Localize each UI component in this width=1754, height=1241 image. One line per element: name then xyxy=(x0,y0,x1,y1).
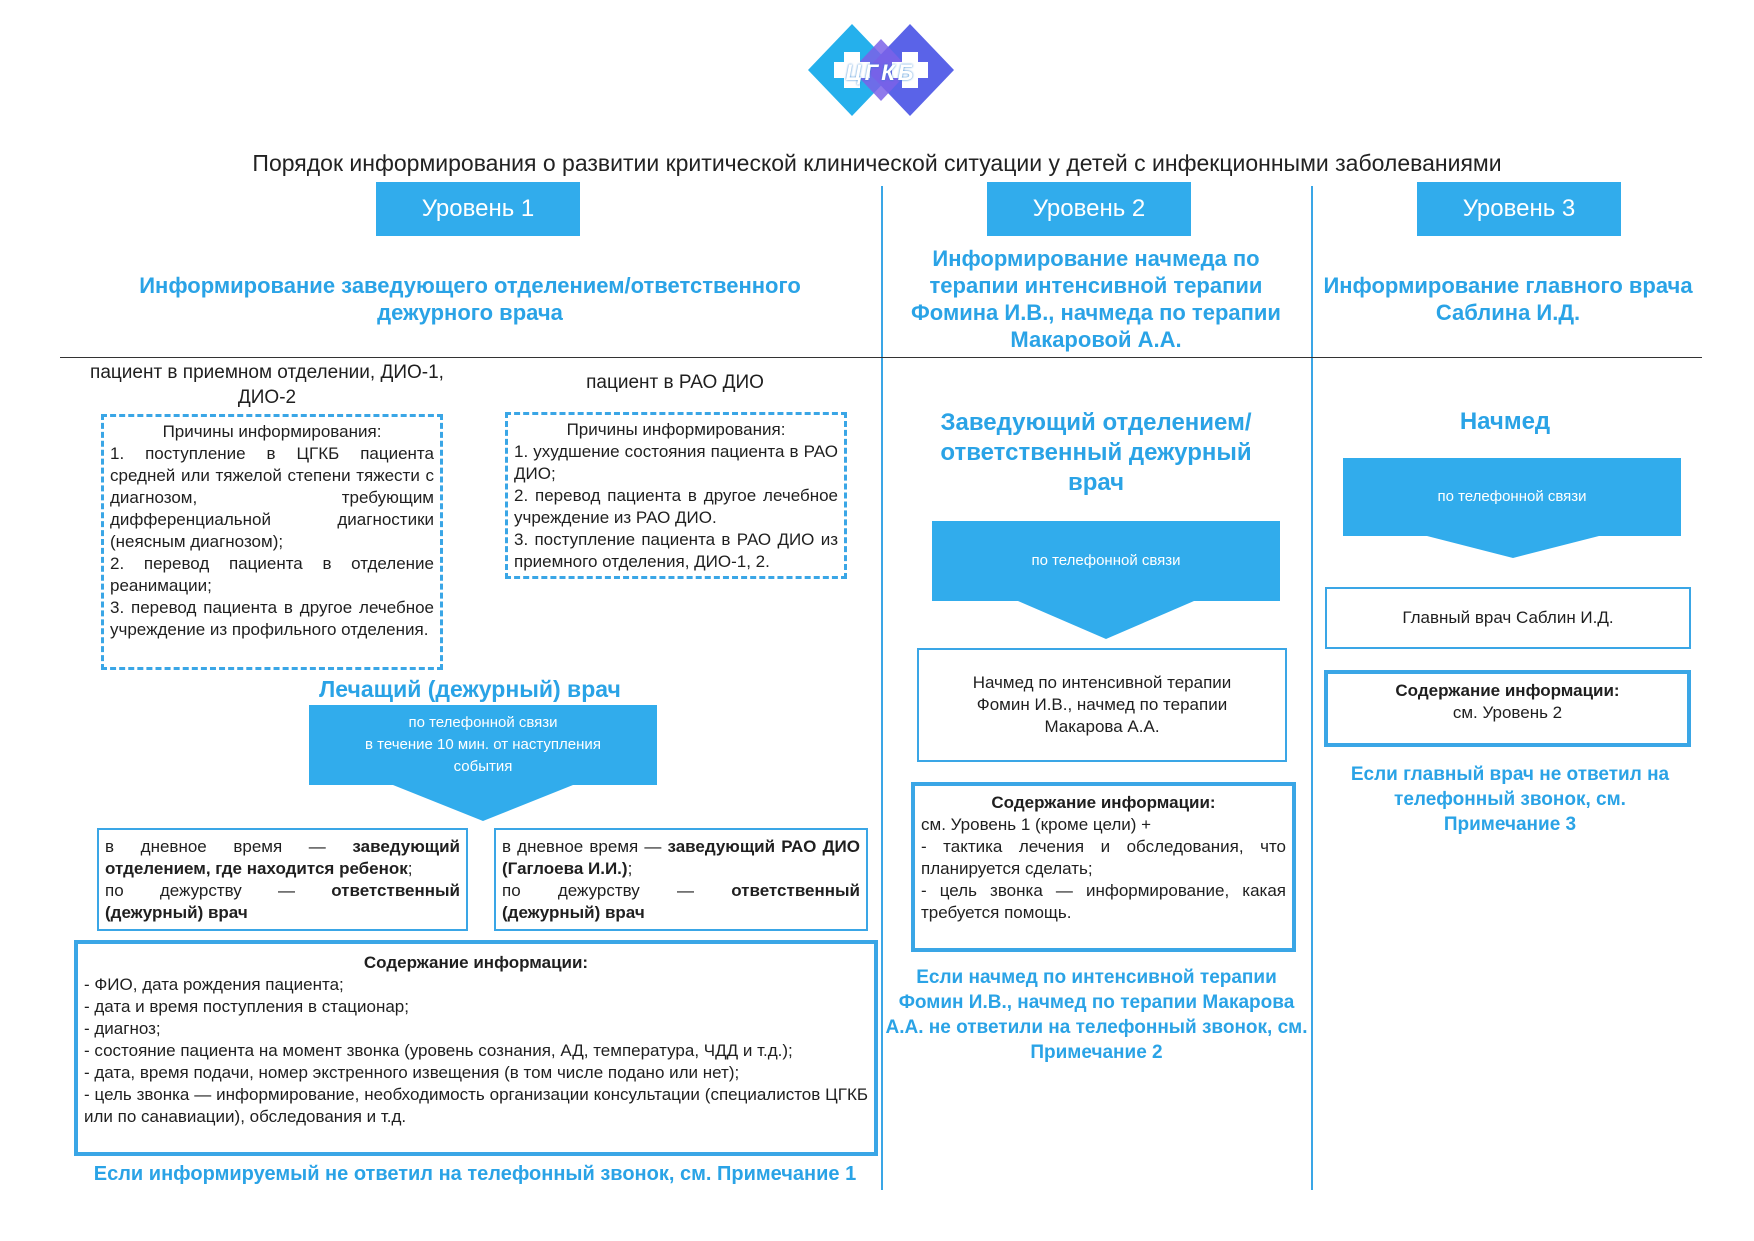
level-2-label: Уровень 2 xyxy=(987,182,1191,236)
level-1-content-line-5: - дата, время подачи, номер экстренного … xyxy=(84,1063,740,1082)
day-left-b-bold: ответственный (дежурный) врач xyxy=(105,881,460,922)
right-reasons-title: Причины информирования: xyxy=(566,420,786,439)
level-3-content-title: Содержание информации: xyxy=(1395,681,1620,700)
day-left-a-bold: заведующий отделением, где находится реб… xyxy=(105,837,460,878)
level-2-arrow: по телефонной связи xyxy=(932,521,1280,601)
level-1-content-title: Содержание информации: xyxy=(363,953,589,972)
day-left-b: по дежурству — xyxy=(105,881,332,900)
level-1-arrow-line-3: события xyxy=(453,758,513,775)
level-1-arrow-head xyxy=(393,785,573,821)
level-3-arrow-text: по телефонной связи xyxy=(1437,488,1587,505)
level-1-content-line-4: - состояние пациента на момент звонка (у… xyxy=(84,1041,793,1060)
level-2-content-line-2: - тактика лечения и обследования, что пл… xyxy=(921,837,1286,878)
level-3-content-box: Содержание информации: см. Уровень 2 xyxy=(1324,670,1691,747)
day-right-a-bold: заведующий РАО ДИО (Гаглоева И.И.) xyxy=(502,837,860,878)
level-1-content-line-3: - диагноз; xyxy=(84,1019,161,1038)
level-3-heading: Информирование главного врача Саблина И.… xyxy=(1323,273,1693,325)
right-patient-label: пациент в РАО ДИО xyxy=(586,372,764,393)
level-1-arrow-line-1: по телефонной связи xyxy=(408,714,558,731)
level-3-note: Если главный врач не ответил на телефонн… xyxy=(1350,764,1670,835)
right-reasons-text: 1. ухудшение состояния пациента в РАО ДИ… xyxy=(514,442,838,571)
day-left-box: в дневное время — заведующий отделением,… xyxy=(97,828,468,931)
column-divider-1 xyxy=(881,186,883,1190)
level-1-content-line-1: - ФИО, дата рождения пациента; xyxy=(84,975,344,994)
level-2-content-box: Содержание информации: см. Уровень 1 (кр… xyxy=(911,782,1296,952)
level-3-target-text: Главный врач Саблин И.Д. xyxy=(1402,608,1614,627)
level-1-arrow: по телефонной связи в течение 10 мин. от… xyxy=(309,705,657,785)
logo: ЦГКБ xyxy=(806,22,956,128)
right-reasons-box: Причины информирования: 1. ухудшение сос… xyxy=(505,412,847,579)
level-1-heading: Информирование заведующего отделением/от… xyxy=(139,273,801,325)
level-1-content-line-2: - дата и время поступления в стационар; xyxy=(84,997,409,1016)
level-2-target-box: Начмед по интенсивной терапии Фомин И.В.… xyxy=(917,648,1287,762)
level-2-arrow-text: по телефонной связи xyxy=(1031,552,1181,569)
day-right-b-bold: ответственный (дежурный) врач xyxy=(502,881,860,922)
day-right-a: в дневное время — xyxy=(502,837,668,856)
level-3-arrow: по телефонной связи xyxy=(1343,458,1681,536)
level-2-heading: Информирование начмеда по терапии интенс… xyxy=(911,246,1281,352)
logo-text: ЦГКБ xyxy=(845,60,917,85)
left-patient-label: пациент в приемном отделении, ДИО-1, ДИО… xyxy=(90,362,444,408)
level-2-note: Если начмед по интенсивной терапии Фомин… xyxy=(885,967,1308,1063)
level-3-who: Начмед xyxy=(1459,408,1551,435)
day-left-a-end: ; xyxy=(407,859,413,878)
level-2-content-line-3: - цель звонка — информирование, какая тр… xyxy=(921,881,1286,922)
level-3-target-box: Главный врач Саблин И.Д. xyxy=(1325,587,1691,649)
level-1-label: Уровень 1 xyxy=(376,182,580,236)
left-reasons-title: Причины информирования: xyxy=(162,422,382,441)
level-2-arrow-head xyxy=(1018,601,1194,639)
level-2-content-line-1: см. Уровень 1 (кроме цели) + xyxy=(921,815,1152,834)
level-1-content-line-6: - цель звонка — информирование, необходи… xyxy=(84,1085,868,1126)
logo-graphic xyxy=(808,24,954,116)
level-1-arrow-line-2: в течение 10 мин. от наступления xyxy=(365,736,601,753)
left-reasons-text: 1. поступление в ЦГКБ пациента средней и… xyxy=(110,444,434,639)
level-2-who: Заведующий отделением/ ответственный деж… xyxy=(940,409,1252,496)
column-divider-2 xyxy=(1311,186,1313,1190)
day-right-b: по дежурству — xyxy=(502,881,732,900)
level-1-content-box: Содержание информации: - ФИО, дата рожде… xyxy=(74,940,878,1156)
header-divider xyxy=(60,357,1702,358)
level-2-target-text: Начмед по интенсивной терапии Фомин И.В.… xyxy=(972,673,1232,736)
doctor-title: Лечащий (дежурный) врач xyxy=(319,676,621,702)
left-reasons-box: Причины информирования: 1. поступление в… xyxy=(101,414,443,670)
day-right-box: в дневное время — заведующий РАО ДИО (Га… xyxy=(494,828,868,931)
page-title: Порядок информирования о развитии критич… xyxy=(252,150,1502,176)
level-1-note: Если информируемый не ответил на телефон… xyxy=(93,1163,857,1185)
day-right-a-end: ; xyxy=(627,859,633,878)
day-left-a: в дневное время — xyxy=(105,837,353,856)
level-3-content-line: см. Уровень 2 xyxy=(1452,703,1563,722)
level-2-content-title: Содержание информации: xyxy=(991,793,1216,812)
level-3-label: Уровень 3 xyxy=(1417,182,1621,236)
level-3-arrow-head xyxy=(1427,536,1599,558)
